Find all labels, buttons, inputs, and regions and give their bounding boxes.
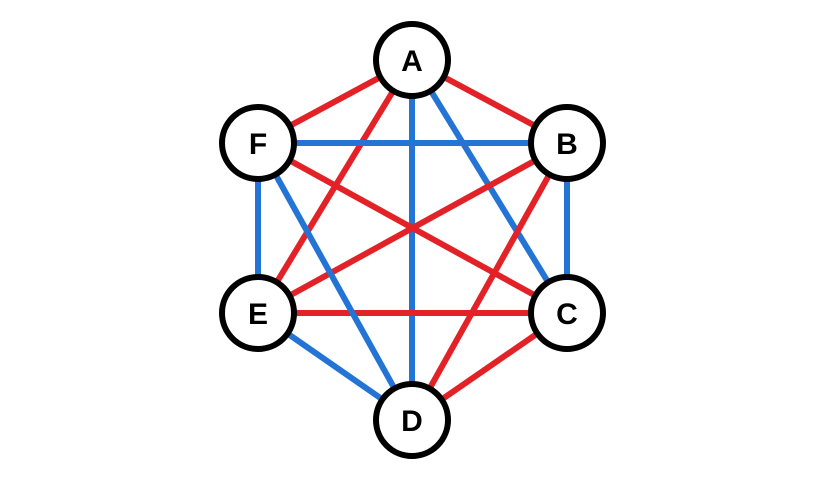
node-circle	[219, 274, 297, 352]
node-C: C	[528, 274, 606, 352]
node-A: A	[373, 21, 451, 99]
node-label: C	[556, 298, 578, 331]
node-circle	[373, 21, 451, 99]
node-circle	[373, 381, 451, 459]
edge-D-F-blue	[255, 141, 415, 422]
node-F: F	[219, 104, 297, 182]
node-E: E	[219, 274, 297, 352]
edges	[255, 57, 570, 423]
edge-B-D-red	[409, 141, 570, 422]
nodes: A B C D E F	[219, 21, 606, 459]
node-circle	[528, 104, 606, 182]
node-label: A	[401, 45, 423, 78]
node-label: D	[401, 405, 423, 438]
node-label: F	[249, 128, 267, 161]
edge-C-F-red	[256, 140, 569, 316]
node-B: B	[528, 104, 606, 182]
node-circle	[528, 274, 606, 352]
node-D: D	[373, 381, 451, 459]
node-label: B	[556, 128, 578, 161]
node-label: E	[248, 298, 268, 331]
node-circle	[219, 104, 297, 182]
